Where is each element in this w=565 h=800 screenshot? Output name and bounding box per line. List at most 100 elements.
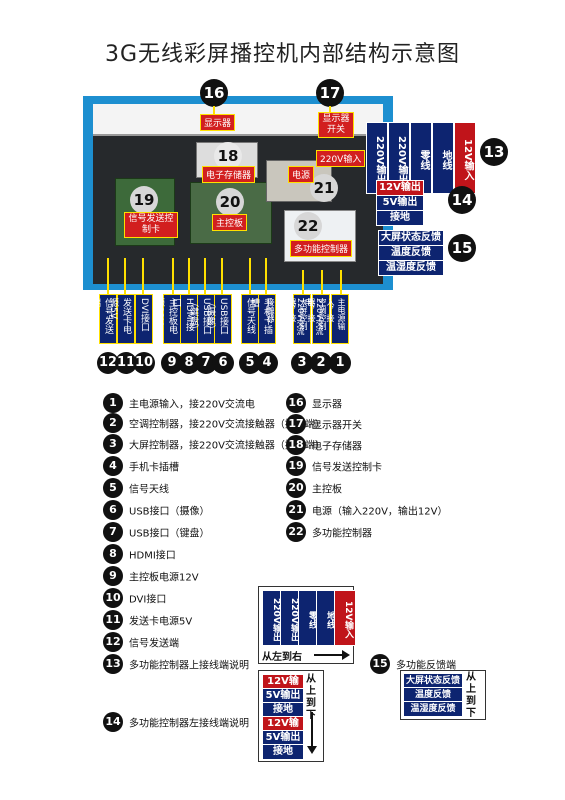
legend-number: 2 bbox=[103, 413, 123, 433]
arrow-head-icon bbox=[342, 650, 350, 660]
legend-text: 电源（输入220V，输出12V） bbox=[312, 506, 448, 518]
legend-text: 信号发送控制卡 bbox=[312, 462, 382, 474]
legend-number: 4 bbox=[103, 456, 123, 476]
callout-22: 22 bbox=[294, 212, 322, 240]
leader-line bbox=[213, 106, 215, 116]
legend-text: 多功能反馈端 bbox=[396, 660, 456, 672]
leader-line bbox=[329, 106, 331, 112]
port-label-4: 手机卡插槽 bbox=[249, 294, 276, 344]
leader-line bbox=[107, 258, 109, 294]
feedback-humidity: 温湿度反馈 bbox=[378, 260, 444, 276]
legend-text: 显示器 bbox=[312, 399, 342, 411]
callout-7: 7 bbox=[195, 352, 217, 374]
callout-18: 18 bbox=[214, 142, 242, 170]
terminal-label: 地线 bbox=[432, 122, 454, 194]
legend-number: 7 bbox=[103, 522, 123, 542]
leader-line bbox=[221, 258, 223, 294]
callout-16: 16 bbox=[200, 79, 228, 107]
legend-number: 15 bbox=[370, 654, 390, 674]
diagram-15-note: 从上到下 bbox=[466, 672, 476, 719]
diagram-13-note: 从左到右 bbox=[262, 652, 302, 663]
legend-number: 22 bbox=[286, 522, 306, 542]
legend-item: 19 信号发送控制卡 bbox=[286, 456, 382, 476]
arrow-head-icon bbox=[307, 746, 317, 754]
legend-number: 14 bbox=[103, 712, 123, 732]
legend-number: 19 bbox=[286, 456, 306, 476]
legend-text: 显示器开关 bbox=[312, 420, 362, 432]
legend-number: 8 bbox=[103, 544, 123, 564]
legend-number: 3 bbox=[103, 434, 123, 454]
leader-line bbox=[204, 258, 206, 294]
legend-item: 22 多功能控制器 bbox=[286, 522, 372, 542]
label-power: 电源 bbox=[288, 166, 315, 183]
legend-number: 1 bbox=[103, 393, 123, 413]
legend-item: 7 USB接口（键盘） bbox=[103, 522, 210, 542]
legend-number: 20 bbox=[286, 478, 306, 498]
leader-line bbox=[321, 270, 323, 294]
callout-11: 11 bbox=[115, 352, 137, 374]
legend-text: USB接口（键盘） bbox=[129, 528, 210, 540]
legend-item: 10 DVI接口 bbox=[103, 588, 166, 608]
arrow-down-icon bbox=[311, 712, 313, 748]
leader-line bbox=[249, 258, 251, 294]
legend-text: DVI接口 bbox=[129, 594, 167, 606]
legend-item: 21 电源（输入220V，输出12V） bbox=[286, 500, 448, 520]
leader-line bbox=[302, 270, 304, 294]
legend-text: 电子存储器 bbox=[312, 441, 362, 453]
legend-text: 发送卡电源5V bbox=[129, 616, 193, 628]
terminal-5v-out: 5V输出 bbox=[376, 195, 424, 211]
diagram-13-col: 12V输入 bbox=[334, 590, 356, 646]
legend-number: 10 bbox=[103, 588, 123, 608]
legend-item: 9 主控板电源12V bbox=[103, 566, 199, 586]
callout-17: 17 bbox=[316, 79, 344, 107]
legend-text: 多功能控制器左接线端说明 bbox=[129, 718, 249, 730]
callout-2: 2 bbox=[310, 352, 332, 374]
label-multi-controller: 多功能控制器 bbox=[290, 240, 353, 257]
legend-number: 21 bbox=[286, 500, 306, 520]
callout-19: 19 bbox=[130, 186, 158, 214]
port-label-10: DVI接口 bbox=[135, 294, 153, 344]
callout-1: 1 bbox=[329, 352, 351, 374]
legend-number: 9 bbox=[103, 566, 123, 586]
legend-text: 空调控制器，接220V交流接触器（控制端） bbox=[129, 419, 325, 431]
legend-item: 11 发送卡电源5V bbox=[103, 610, 192, 630]
leader-line bbox=[340, 270, 342, 294]
terminal-12v-out: 12V输出 bbox=[376, 180, 424, 196]
legend-text: 大屏控制器，接220V交流接触器（控制端） bbox=[129, 440, 325, 452]
port-label-3: 大屏控制器，接220V交流接触器 bbox=[266, 294, 311, 344]
legend-text: 主控板电源12V bbox=[129, 572, 199, 584]
port-label-6: USB接口（摄像） bbox=[205, 294, 232, 344]
legend-number: 11 bbox=[103, 610, 123, 630]
legend-text: 多功能控制器上接线端说明 bbox=[129, 660, 249, 672]
leader-line bbox=[142, 258, 144, 294]
terminal-ground: 接地 bbox=[376, 210, 424, 226]
leader-line bbox=[124, 258, 126, 294]
label-power-in: 220V输入 bbox=[316, 150, 366, 167]
diagram-15-row: 温湿度反馈 bbox=[403, 701, 463, 717]
legend-number: 5 bbox=[103, 478, 123, 498]
legend-item: 15 多功能反馈端 bbox=[370, 654, 456, 674]
port-label-1: 主电源输入，接220V交流电 bbox=[304, 294, 349, 344]
callout-21: 21 bbox=[310, 174, 338, 202]
legend-text: 信号天线 bbox=[129, 484, 169, 496]
label-storage: 电子存储器 bbox=[202, 166, 256, 183]
label-sender-card: 信号发送控制卡 bbox=[124, 212, 178, 238]
diagram-14-row: 接地 bbox=[262, 744, 304, 760]
callout-14: 14 bbox=[448, 186, 476, 214]
legend-item: 5 信号天线 bbox=[103, 478, 169, 498]
port-label-12: 信号发送端 bbox=[90, 294, 117, 344]
legend-text: 多功能控制器 bbox=[312, 528, 372, 540]
legend-item: 1 主电源输入，接220V交流电 bbox=[103, 393, 255, 413]
legend-text: 主电源输入，接220V交流电 bbox=[129, 399, 255, 411]
callout-4: 4 bbox=[256, 352, 278, 374]
legend-text: 信号发送端 bbox=[129, 638, 179, 650]
callout-8: 8 bbox=[178, 352, 200, 374]
callout-13: 13 bbox=[480, 138, 508, 166]
port-label-8: HDMI接口 bbox=[171, 294, 198, 344]
